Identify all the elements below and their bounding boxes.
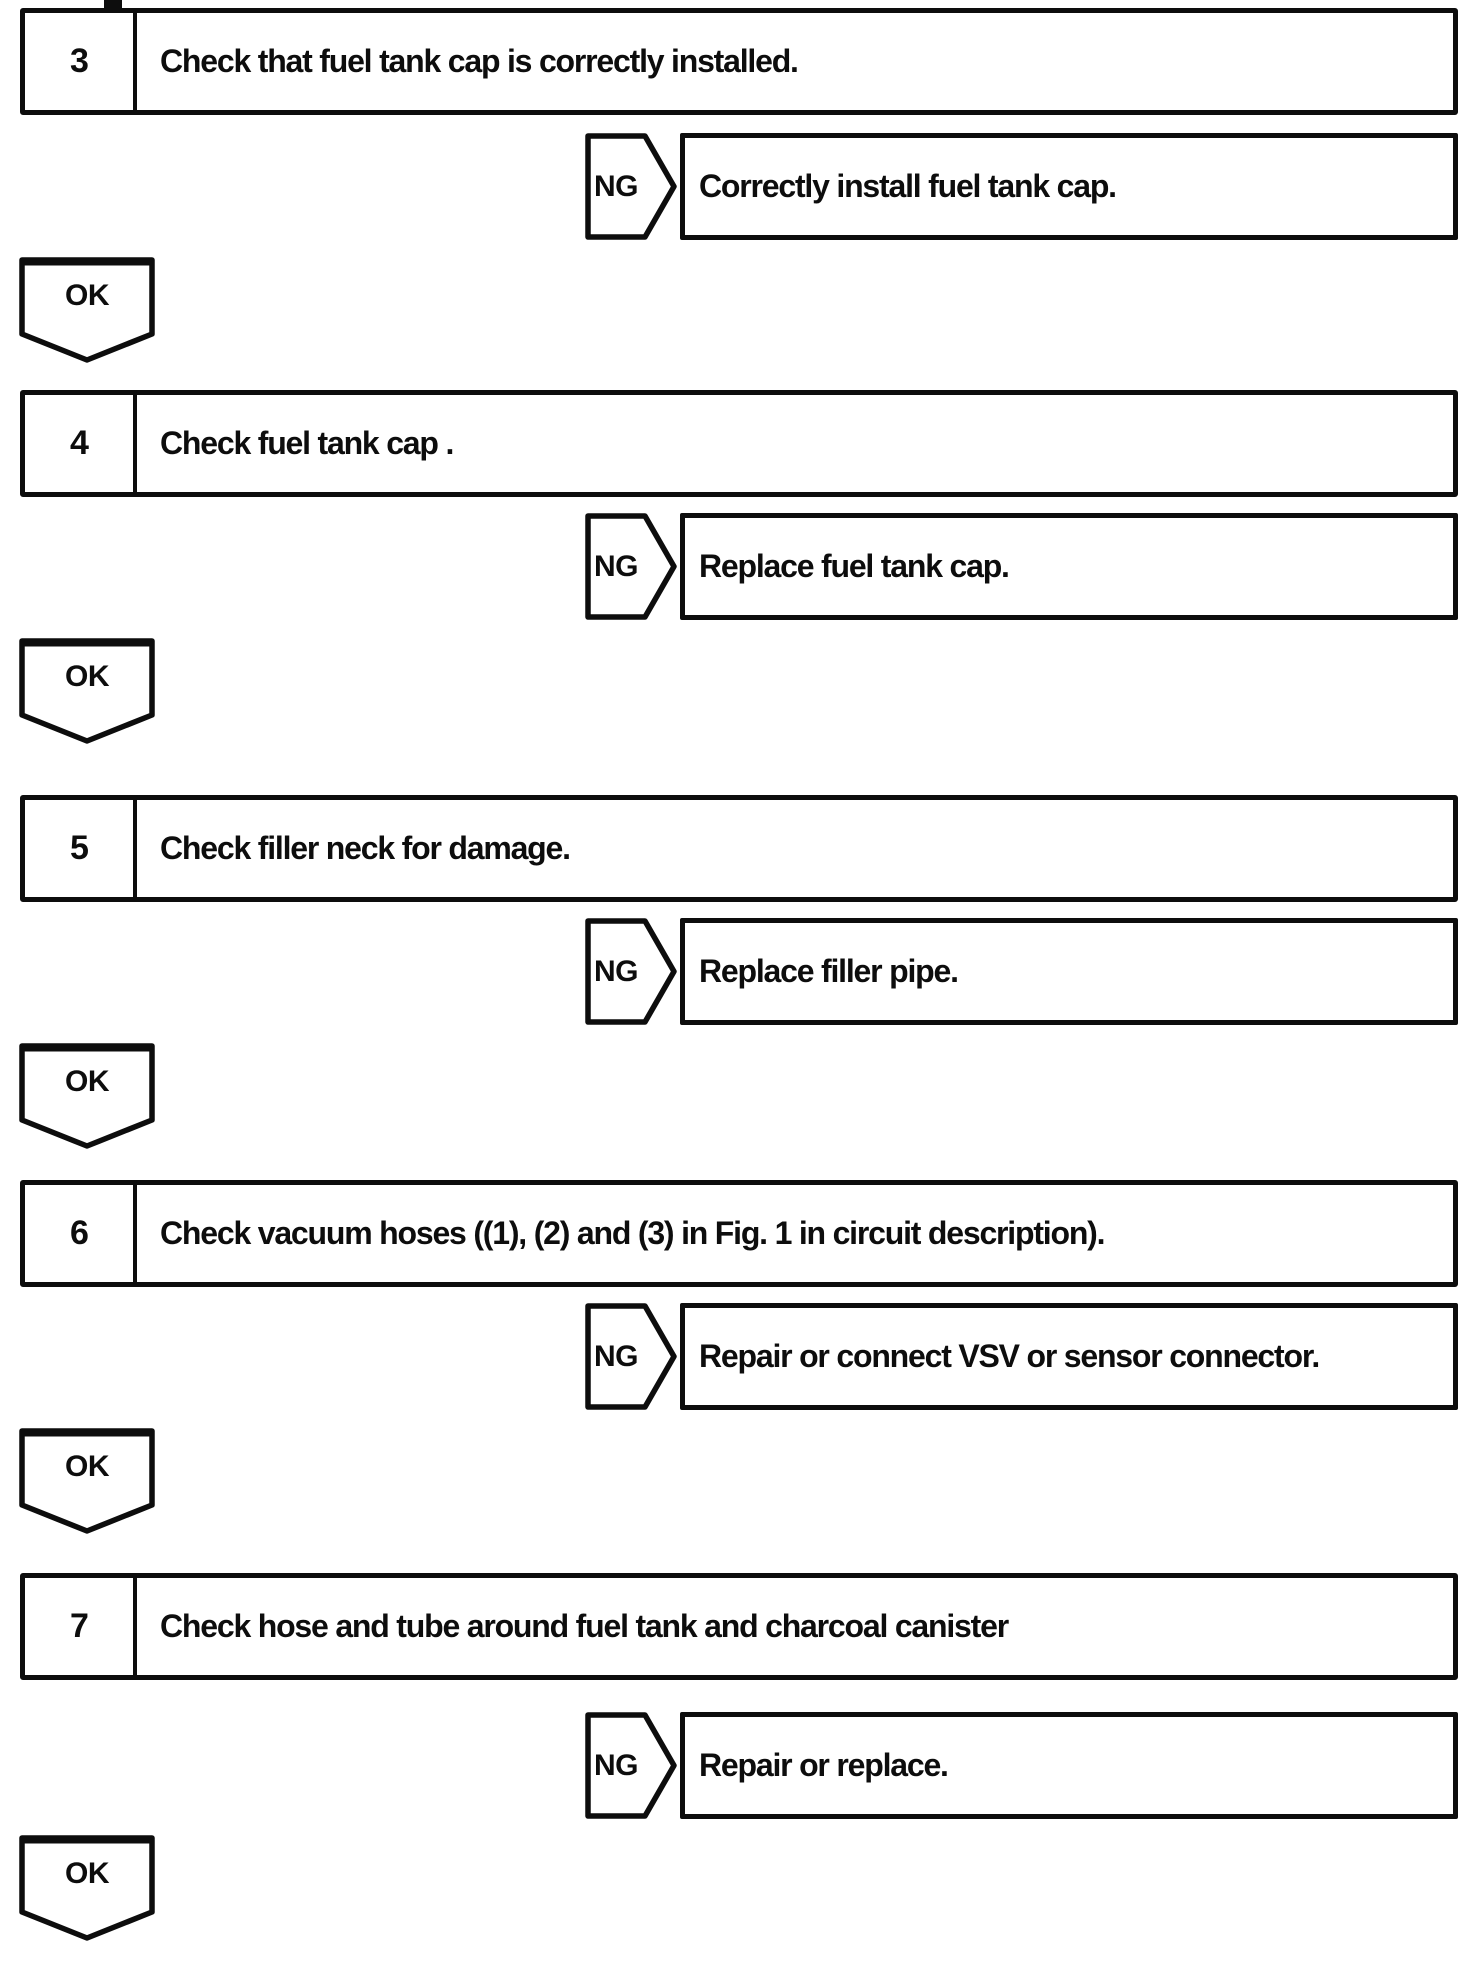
ng-action-box: Repair or replace. — [680, 1712, 1458, 1819]
ok-arrow-icon: OK — [19, 1835, 155, 1942]
ng-branch-4: NG Replace fuel tank cap. — [0, 513, 1472, 620]
ng-arrow-icon: NG — [585, 133, 677, 240]
ok-label: OK — [65, 1450, 110, 1483]
ng-branch-6: NG Repair or connect VSV or sensor conne… — [0, 1303, 1472, 1410]
ng-action-box: Replace fuel tank cap. — [680, 513, 1458, 620]
step-number: 6 — [25, 1185, 137, 1282]
ng-label: NG — [594, 1748, 639, 1782]
ok-label: OK — [65, 660, 110, 693]
step-instruction: Check fuel tank cap . — [160, 425, 454, 461]
step-number: 3 — [25, 13, 137, 110]
ng-arrow-icon: NG — [585, 1303, 677, 1410]
step-number: 4 — [25, 395, 137, 492]
ng-label: NG — [594, 954, 639, 988]
step-number: 7 — [25, 1578, 137, 1675]
ng-branch-3: NG Correctly install fuel tank cap. — [0, 133, 1472, 240]
step-instruction: Check that fuel tank cap is correctly in… — [160, 43, 799, 79]
ok-arrow-icon: OK — [19, 638, 155, 745]
step-instruction: Check vacuum hoses ((1), (2) and (3) in … — [160, 1215, 1106, 1251]
step-box-5: 5 Check filler neck for damage. — [20, 795, 1458, 902]
ng-action-box: Replace filler pipe. — [680, 918, 1458, 1025]
ng-arrow-icon: NG — [585, 1712, 677, 1819]
step-box-4: 4 Check fuel tank cap . — [20, 390, 1458, 497]
step-box-7: 7 Check hose and tube around fuel tank a… — [20, 1573, 1458, 1680]
ok-arrow-icon: OK — [19, 257, 155, 364]
ng-action-box: Repair or connect VSV or sensor connecto… — [680, 1303, 1458, 1410]
ok-label: OK — [65, 279, 110, 312]
ng-label: NG — [594, 1339, 639, 1373]
step-box-6: 6 Check vacuum hoses ((1), (2) and (3) i… — [20, 1180, 1458, 1287]
ng-branch-5: NG Replace filler pipe. — [0, 918, 1472, 1025]
ng-arrow-icon: NG — [585, 513, 677, 620]
ng-action-box: Correctly install fuel tank cap. — [680, 133, 1458, 240]
step-instruction: Check filler neck for damage. — [160, 830, 571, 866]
ok-arrow-icon: OK — [19, 1043, 155, 1150]
ng-label: NG — [594, 169, 639, 203]
step-number: 5 — [25, 800, 137, 897]
incoming-flow-line — [104, 0, 122, 9]
step-instruction: Check hose and tube around fuel tank and… — [160, 1608, 1009, 1644]
ok-label: OK — [65, 1857, 110, 1890]
ng-branch-7: NG Repair or replace. — [0, 1712, 1472, 1819]
ng-label: NG — [594, 549, 639, 583]
ng-arrow-icon: NG — [585, 918, 677, 1025]
ok-label: OK — [65, 1065, 110, 1098]
ok-arrow-icon: OK — [19, 1428, 155, 1535]
step-box-3: 3 Check that fuel tank cap is correctly … — [20, 8, 1458, 115]
